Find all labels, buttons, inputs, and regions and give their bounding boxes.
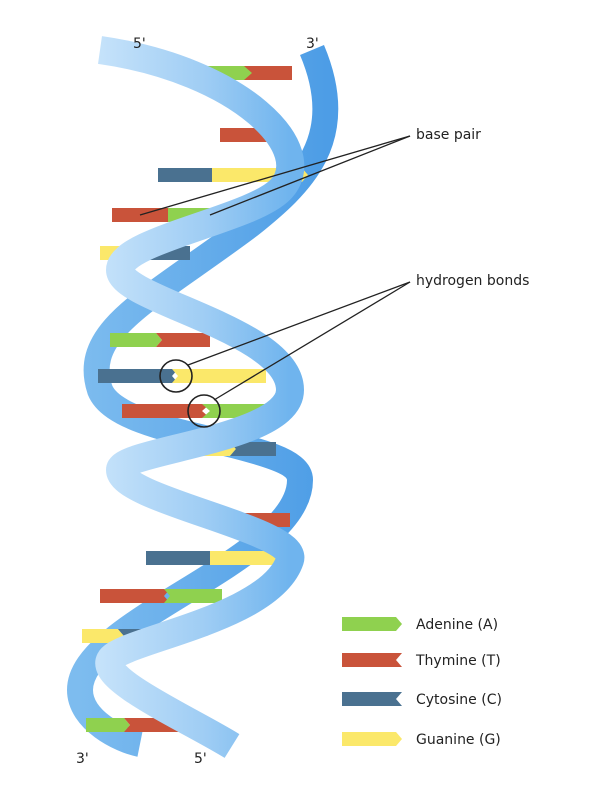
legend-label: Guanine (G) <box>416 732 501 748</box>
legend-item-thymine: Thymine (T) <box>342 653 501 669</box>
legend-label: Thymine (T) <box>415 653 501 669</box>
thymine-base <box>100 589 170 603</box>
base-pair-label: base pair <box>416 127 481 143</box>
adenine-swatch <box>342 617 402 631</box>
adenine-base <box>86 718 130 732</box>
guanine-base <box>172 369 266 383</box>
thymine-swatch <box>342 653 402 667</box>
cytosine-base <box>158 168 220 182</box>
base-pair-row <box>98 369 266 383</box>
base-pair-leader-line <box>209 135 411 216</box>
cytosine-base <box>146 551 216 565</box>
thymine-base <box>122 404 210 418</box>
base-pair-leader-line <box>139 135 411 216</box>
guanine-base <box>82 629 124 643</box>
hydrogen-bond-marker <box>187 394 221 428</box>
hydrogen-bonds-leader-line <box>187 281 411 366</box>
hydrogen-bonds-label: hydrogen bonds <box>416 273 529 289</box>
hydrogen-bond-marker <box>159 359 193 393</box>
guanine-swatch <box>342 732 402 746</box>
adenine-base <box>164 589 222 603</box>
guanine-base <box>210 551 284 565</box>
adenine-base <box>110 333 162 347</box>
cytosine-base <box>230 442 276 456</box>
strand-end-label-top-left: 5' <box>133 36 146 52</box>
hydrogen-bonds-callout: hydrogen bonds <box>159 273 529 428</box>
thymine-base <box>156 333 210 347</box>
legend: Adenine (A) Thymine (T) Cytosine (C) Gua… <box>342 617 502 748</box>
strand-end-label-bottom-left: 3' <box>76 751 89 767</box>
thymine-base <box>112 208 176 222</box>
cytosine-base <box>98 369 178 383</box>
strand-end-label-bottom-right: 5' <box>194 751 207 767</box>
backbone-strand-front <box>95 36 305 758</box>
strand-end-label-top-right: 3' <box>306 36 319 52</box>
base-pair-row <box>146 551 284 565</box>
legend-item-adenine: Adenine (A) <box>342 617 498 633</box>
hydrogen-bonds-leader-line <box>213 281 411 401</box>
thymine-base <box>244 66 292 80</box>
base-pair-row <box>110 333 210 347</box>
base-pair-callout: base pair <box>139 127 481 216</box>
legend-item-cytosine: Cytosine (C) <box>342 692 502 708</box>
base-pair-row <box>100 589 222 603</box>
legend-label: Adenine (A) <box>416 617 498 633</box>
legend-label: Cytosine (C) <box>416 692 502 708</box>
legend-item-guanine: Guanine (G) <box>342 732 501 748</box>
cytosine-swatch <box>342 692 402 706</box>
